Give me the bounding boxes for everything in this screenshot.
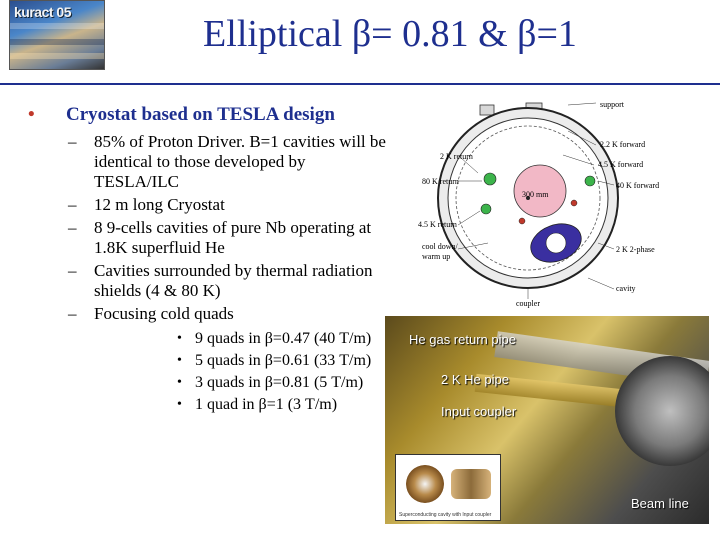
flange-photo: [615, 356, 709, 466]
label-300mm: 300 mm: [522, 190, 549, 199]
sub-bullet-item: –Cavities surrounded by thermal radiatio…: [68, 261, 373, 300]
photo-label-input-coupler: Input coupler: [441, 404, 517, 419]
title-divider: [0, 83, 720, 85]
cryostat-cross-section-diagram: support 2.2 K forward 2 K return 4.5 K f…: [418, 93, 670, 308]
conference-logo: kuract 05: [9, 0, 105, 70]
photo-label-2k-he: 2 K He pipe: [441, 372, 509, 387]
gas-return-pipe: [513, 164, 567, 218]
support-post: [479, 104, 495, 116]
pipe-80k-return: [483, 172, 497, 186]
label-coupler: coupler: [516, 299, 540, 308]
quad-text: 3 quads in β=0.81 (5 T/m): [195, 374, 364, 391]
label-warm-up: warm up: [422, 252, 450, 261]
logo-stripe: [10, 53, 104, 59]
bullet-marker: •: [28, 104, 35, 125]
quad-item: •5 quads in β=0.61 (33 T/m): [177, 352, 372, 369]
label-40k-forward: 40 K forward: [616, 181, 659, 190]
sub-bullet-item: –12 m long Cryostat: [68, 195, 225, 214]
bullet-text: Cryostat based on TESLA design: [66, 104, 335, 125]
label-80k-return: 80 K return: [422, 177, 459, 186]
logo-stripe: [10, 39, 104, 45]
slide-content: • Cryostat based on TESLA design –85% of…: [28, 104, 388, 419]
sub-bullet-text: 8 9-cells cavities of pure Nb operating …: [94, 218, 372, 257]
pipe-2k: [570, 199, 578, 207]
label-cavity: cavity: [616, 284, 636, 293]
label-45k-return: 4.5 K return: [418, 220, 457, 229]
sub-bullet-item: –Focusing cold quads •9 quads in β=0.47 …: [28, 304, 388, 416]
sub-bullet-text: Focusing cold quads: [94, 304, 234, 323]
quad-list: •9 quads in β=0.47 (40 T/m) •5 quads in …: [94, 328, 388, 416]
bullet-item: • Cryostat based on TESLA design: [28, 104, 388, 126]
sub-bullet-text: Cavities surrounded by thermal radiation…: [94, 261, 373, 300]
quad-text: 5 quads in β=0.61 (33 T/m): [195, 352, 372, 369]
pipe-45k-return: [480, 203, 492, 215]
quad-text: 1 quad in β=1 (3 T/m): [195, 396, 338, 413]
label-45k-forward: 4.5 K forward: [598, 160, 643, 169]
quad-item: •1 quad in β=1 (3 T/m): [177, 396, 338, 413]
cavity-inset-photo: Superconducting cavity with Input couple…: [395, 454, 501, 521]
sub-bullet-item: –85% of Proton Driver. B=1 cavities will…: [68, 132, 386, 191]
cryomodule-photo: He gas return pipe 2 K He pipe Input cou…: [385, 316, 709, 524]
label-2k-2phase: 2 K 2-phase: [616, 245, 655, 254]
photo-label-beam-line: Beam line: [631, 496, 689, 511]
cavity-bore: [545, 232, 567, 254]
label-22k-forward: 2.2 K forward: [600, 140, 645, 149]
pipe-40k-forward: [584, 175, 596, 187]
quad-item: •9 quads in β=0.47 (40 T/m): [177, 330, 372, 347]
quad-text: 9 quads in β=0.47 (40 T/m): [195, 330, 372, 347]
pipe-2k-small: [518, 217, 526, 225]
sub-bullet-text: 12 m long Cryostat: [94, 195, 225, 214]
label-2k-return: 2 K return: [440, 152, 473, 161]
label-support: support: [600, 100, 625, 109]
cavity-ring: [406, 465, 444, 503]
photo-label-he-gas: He gas return pipe: [409, 332, 516, 347]
inset-caption: Superconducting cavity with Input couple…: [399, 512, 492, 518]
logo-text: kuract 05: [14, 4, 71, 20]
sub-bullet-item: –8 9-cells cavities of pure Nb operating…: [68, 218, 372, 257]
sub-bullet-list: –85% of Proton Driver. B=1 cavities will…: [28, 132, 388, 416]
slide-title: Elliptical β= 0.81 & β=1: [203, 13, 577, 55]
label-cool-down: cool down/: [422, 242, 459, 251]
logo-stripe: [10, 23, 104, 29]
quad-item: •3 quads in β=0.81 (5 T/m): [177, 374, 364, 391]
sub-bullet-text: 85% of Proton Driver. B=1 cavities will …: [94, 132, 386, 191]
cavity-cell: [451, 469, 491, 499]
